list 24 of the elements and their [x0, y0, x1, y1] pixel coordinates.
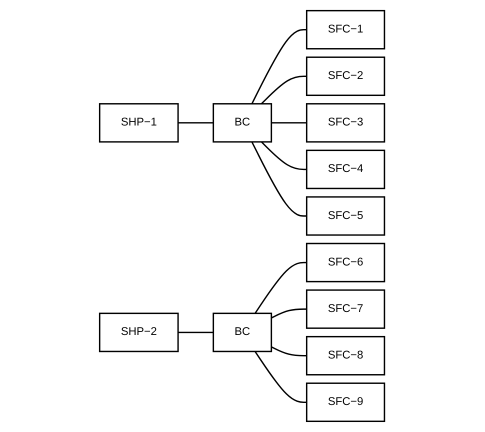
connector: [252, 29, 308, 104]
node-box: SHP−2: [99, 312, 180, 352]
connector: [261, 76, 308, 104]
connector: [178, 122, 214, 124]
node-box: BC: [213, 312, 273, 352]
connector: [272, 346, 308, 356]
connector: [254, 351, 308, 403]
node-box: SFC−7: [306, 289, 386, 329]
node-box: SFC−1: [306, 10, 386, 50]
node-box: SFC−3: [306, 103, 386, 143]
node-box: SFC−2: [306, 56, 386, 96]
connector: [272, 122, 308, 124]
node-box: SFC−4: [306, 150, 386, 190]
connector: [272, 308, 308, 319]
connector: [252, 142, 308, 217]
connector: [261, 141, 308, 170]
connector: [254, 262, 308, 314]
node-box: BC: [213, 103, 273, 143]
node-box: SFC−5: [306, 196, 386, 236]
connector: [178, 332, 214, 334]
node-box: SHP−1: [99, 103, 180, 143]
node-box: SFC−6: [306, 242, 386, 282]
node-box: SFC−9: [306, 382, 386, 422]
node-box: SFC−8: [306, 336, 386, 376]
